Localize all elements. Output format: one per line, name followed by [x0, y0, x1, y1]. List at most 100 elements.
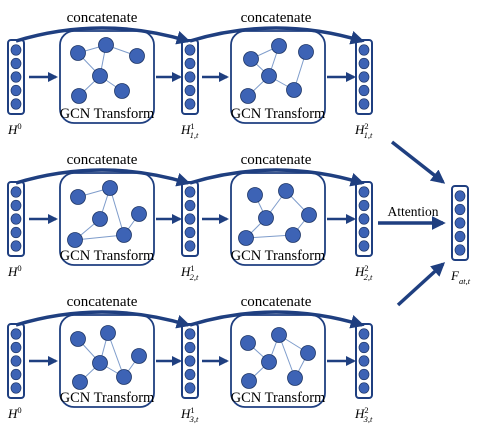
hidden-vector-1-unit [184, 186, 196, 198]
graph-node [72, 374, 88, 390]
graph-node [271, 38, 287, 54]
hidden-vector-2-unit [358, 368, 370, 381]
hidden-vector-1-unit [184, 355, 196, 367]
hidden-vector-1-unit [184, 98, 196, 110]
input-vector-unit [10, 355, 22, 367]
hidden-vector-1-unit [184, 199, 196, 212]
graph-node [70, 331, 86, 347]
concatenate-label: concatenate [241, 10, 312, 26]
graph-node [247, 187, 263, 203]
hidden-vector-2-unit [358, 213, 370, 225]
hidden-label-2-sub: 1,t [364, 130, 373, 140]
attention-arrow [390, 140, 446, 184]
input-vector-unit [10, 382, 22, 394]
graph-node [286, 82, 302, 98]
graph-node [102, 180, 118, 196]
hidden-vector-2 [355, 181, 373, 257]
final-vector-unit [454, 203, 466, 216]
final-vector [451, 185, 469, 261]
gcn-transform-box: GCN Transform [59, 314, 155, 408]
hidden-label-1-base: H [180, 406, 191, 421]
final-vector-unit [454, 190, 466, 202]
hidden-vector-1-unit [184, 57, 196, 70]
input-vector-unit [10, 328, 22, 340]
hidden-vector-1-unit [184, 240, 196, 252]
graph-node [300, 345, 316, 361]
concat-arc-arrow [189, 26, 365, 45]
hidden-label-1-base: H [180, 122, 191, 137]
graph-node [92, 211, 108, 227]
hidden-label-2-sup: 2 [364, 263, 368, 273]
final-vector-unit [454, 217, 466, 229]
graph-node [301, 207, 317, 223]
concat-arc: concatenate [189, 152, 365, 187]
hidden-label-2-base: H [354, 406, 365, 421]
hidden-vector-2-unit [358, 226, 370, 239]
input-vector-unit [10, 186, 22, 198]
final-label-sub: at,t [459, 276, 471, 286]
input-vector-unit [10, 71, 22, 83]
input-label-sup: 0 [17, 263, 21, 273]
graph-node [298, 44, 314, 60]
graph-node [240, 88, 256, 104]
input-vector-unit [10, 341, 22, 354]
attention-arrow [396, 262, 446, 307]
hidden-vector-1-unit [184, 71, 196, 83]
hidden-vector-1 [181, 323, 199, 399]
graph-node [71, 88, 87, 104]
hidden-vector-1-unit [184, 341, 196, 354]
input-vector-unit [10, 44, 22, 56]
concatenate-label: concatenate [67, 152, 138, 168]
hidden-vector-1 [181, 39, 199, 115]
graph-node [98, 37, 114, 53]
concat-arc: concatenate [15, 10, 191, 45]
graph-node [243, 51, 259, 67]
concat-arc: concatenate [15, 294, 191, 329]
graph-node [287, 370, 303, 386]
hidden-vector-2 [355, 323, 373, 399]
graph-node [238, 230, 254, 246]
hidden-vector-2-unit [358, 382, 370, 394]
hidden-label-1-sup: 1 [190, 405, 194, 415]
graph-node [278, 183, 294, 199]
graph-node [70, 45, 86, 61]
hidden-label-1-sub: 1,t [190, 130, 199, 140]
gcn-transform-label: GCN Transform [60, 390, 155, 406]
hidden-vector-2-unit [358, 355, 370, 367]
hidden-vector-2-unit [358, 186, 370, 198]
final-label: Fat,t [450, 268, 471, 286]
graph-node [116, 369, 132, 385]
input-label-sup: 0 [17, 121, 21, 131]
concat-arc-arrow [15, 168, 191, 187]
hidden-vector-1-unit [184, 44, 196, 56]
concat-arc-arrow [189, 168, 365, 187]
input-vector-unit [10, 240, 22, 252]
concat-arc-arrow [189, 310, 365, 329]
graph-node [258, 210, 274, 226]
input-vector [7, 323, 25, 399]
attention-label: Attention [388, 204, 439, 219]
hidden-vector-1 [181, 181, 199, 257]
graph-node [131, 206, 147, 222]
hidden-vector-2-unit [358, 240, 370, 252]
hidden-label-1-base: H [180, 264, 191, 279]
concat-arc: concatenate [189, 294, 365, 329]
gcn-transform-label: GCN Transform [231, 248, 326, 264]
input-vector-unit [10, 84, 22, 97]
input-vector-unit [10, 98, 22, 110]
input-label-base: H [7, 264, 18, 279]
hidden-label-2-sup: 2 [364, 121, 368, 131]
hidden-vector-1-unit [184, 84, 196, 97]
hidden-vector-2-unit [358, 199, 370, 212]
concatenate-label: concatenate [67, 294, 138, 310]
graph-node [67, 232, 83, 248]
graph-node [240, 335, 256, 351]
